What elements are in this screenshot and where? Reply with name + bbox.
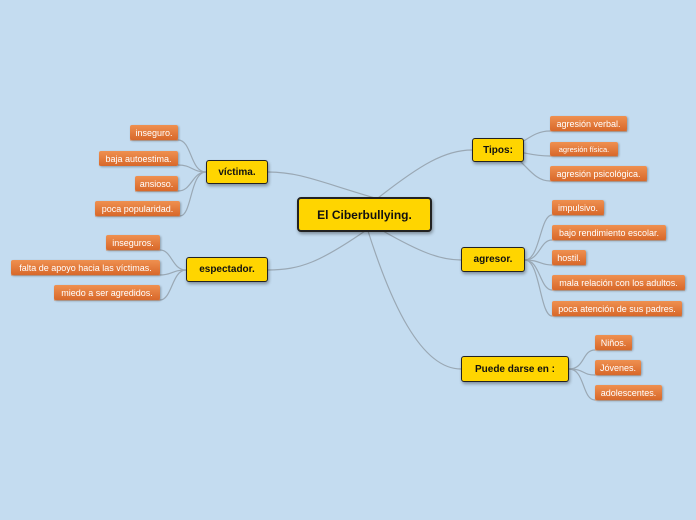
root-node[interactable]: El Ciberbullying. [297, 197, 432, 232]
leaf-tipos-1[interactable]: agresión verbal. [550, 116, 627, 131]
node-agresor[interactable]: agresor. [461, 247, 525, 272]
leaf-puede-3[interactable]: adolescentes. [595, 385, 662, 400]
leaf-tipos-2[interactable]: agresión física. [550, 142, 618, 156]
leaf-victima-3[interactable]: ansioso. [135, 176, 178, 191]
leaf-agresor-3[interactable]: hostil. [552, 250, 586, 265]
node-victima[interactable]: víctima. [206, 160, 268, 184]
node-tipos[interactable]: Tipos: [472, 138, 524, 162]
leaf-agresor-4[interactable]: mala relación con los adultos. [552, 275, 685, 290]
leaf-espectador-3[interactable]: miedo a ser agredidos. [54, 285, 160, 300]
node-espectador[interactable]: espectador. [186, 257, 268, 282]
node-puede-darse-en[interactable]: Puede darse en : [461, 356, 569, 382]
leaf-victima-1[interactable]: inseguro. [130, 125, 178, 140]
leaf-agresor-2[interactable]: bajo rendimiento escolar. [552, 225, 666, 240]
leaf-espectador-1[interactable]: inseguros. [106, 235, 160, 250]
leaf-victima-4[interactable]: poca popularidad. [95, 201, 180, 216]
leaf-agresor-5[interactable]: poca atención de sus padres. [552, 301, 682, 316]
leaf-tipos-3[interactable]: agresión psicológica. [550, 166, 647, 181]
leaf-victima-2[interactable]: baja autoestima. [99, 151, 178, 166]
leaf-agresor-1[interactable]: impulsivo. [552, 200, 604, 215]
leaf-puede-2[interactable]: Jóvenes. [595, 360, 641, 375]
leaf-espectador-2[interactable]: falta de apoyo hacia las víctimas. [11, 260, 160, 275]
leaf-puede-1[interactable]: Niños. [595, 335, 632, 350]
